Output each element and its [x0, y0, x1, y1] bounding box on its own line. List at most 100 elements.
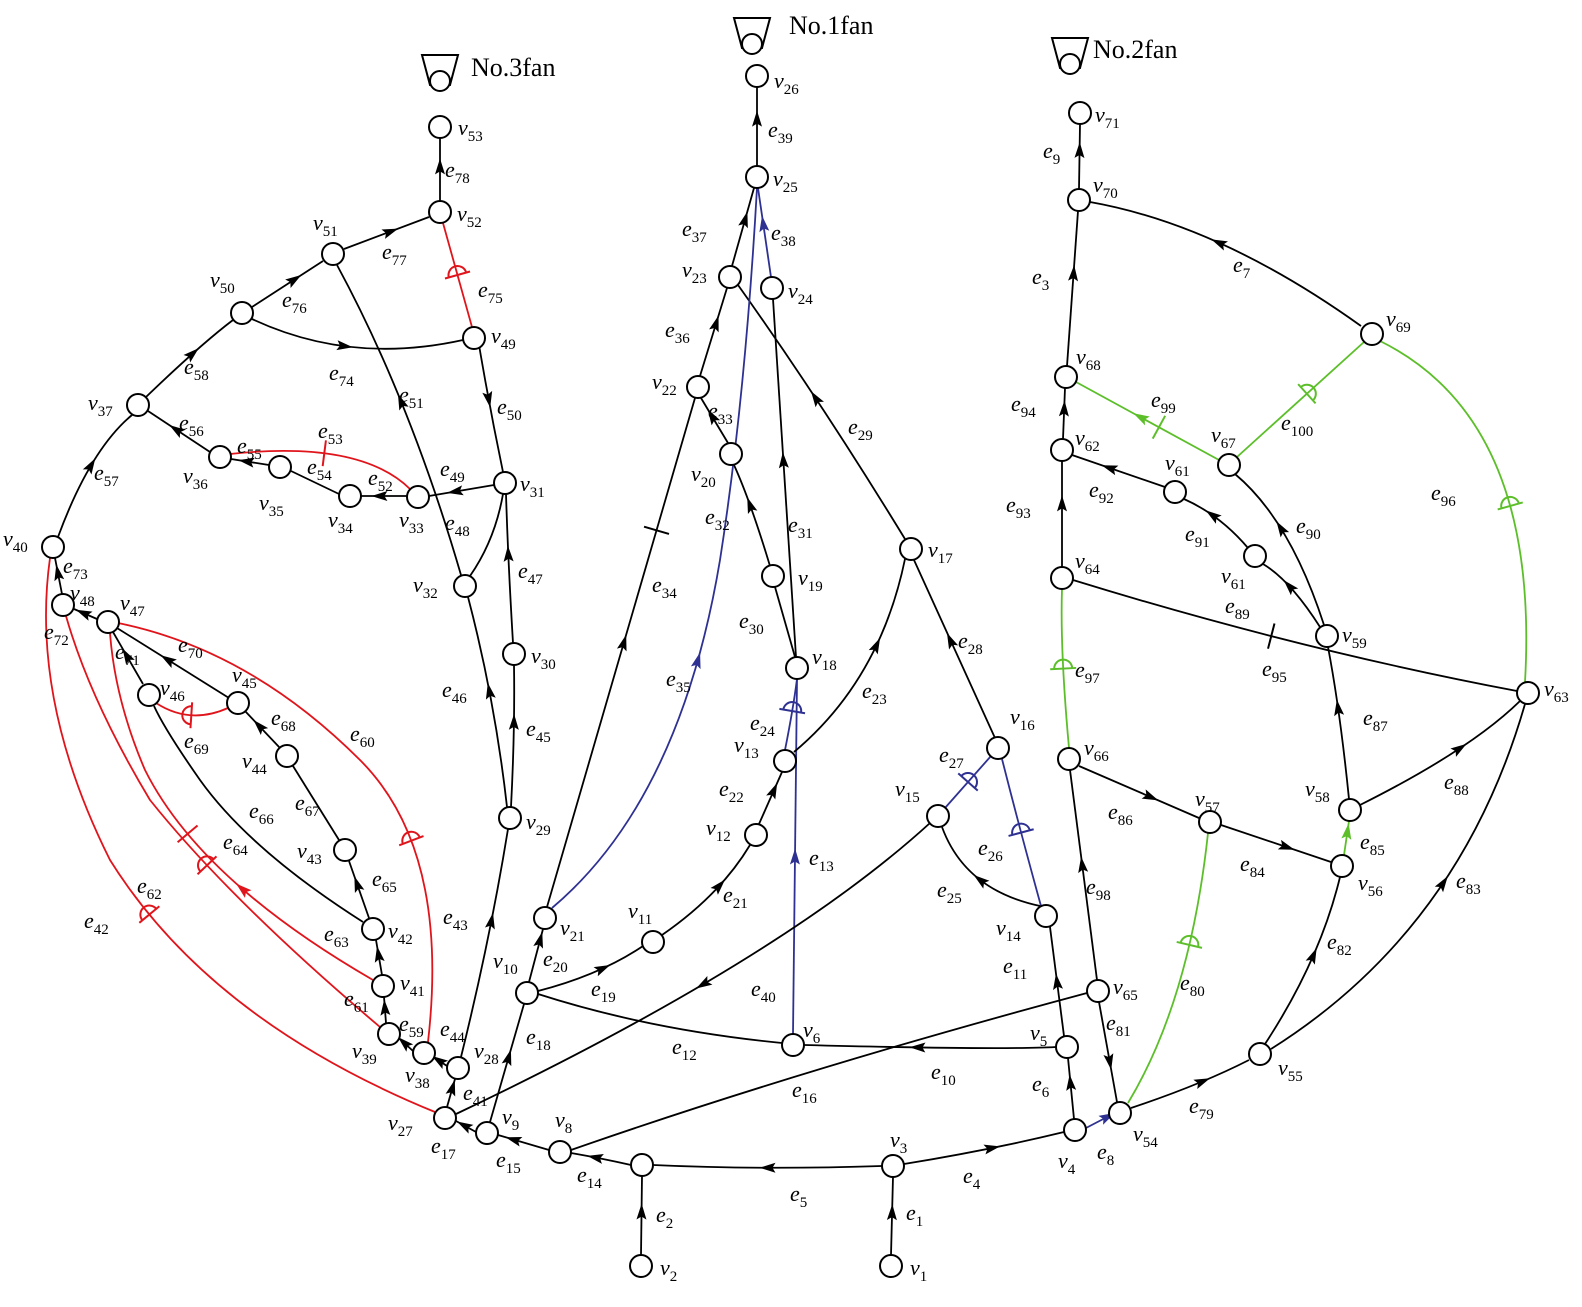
arrow-e4 [983, 1144, 1001, 1155]
arrow-e34 [616, 634, 627, 652]
arrow-e19 [593, 964, 611, 977]
edge-label-e93: e93 [1006, 492, 1031, 522]
node-v54 [1108, 1101, 1132, 1125]
arrow-e91 [1205, 510, 1222, 524]
node-label-v33: v33 [399, 507, 424, 537]
regulator-e64 [176, 824, 199, 843]
arrow-e90 [1276, 521, 1290, 538]
junction-node [630, 1153, 654, 1177]
edge-e29 [737, 284, 906, 540]
edge-e68 [244, 710, 281, 749]
regulator-e97 [1050, 658, 1077, 671]
arrow-e25 [973, 874, 990, 889]
node-v53 [428, 115, 452, 139]
arrow-e45 [508, 713, 519, 730]
node-label-v4: v4 [1058, 1148, 1076, 1178]
arrow-e43 [485, 912, 495, 930]
edge-label-e21: e21 [723, 882, 748, 912]
edge-label-e19: e19 [591, 976, 616, 1006]
regulator-e99 [1151, 415, 1167, 440]
edge-e60 [117, 622, 434, 1043]
fan-label-fan2: No.2fan [1093, 35, 1177, 64]
edge-label-e58: e58 [184, 354, 209, 384]
edge-e65 [348, 860, 370, 919]
node-v56 [1330, 854, 1354, 878]
node-v22 [686, 375, 710, 399]
edge-label-e53: e53 [318, 418, 343, 448]
node-v1 [879, 1254, 903, 1278]
edge-label-e63: e63 [324, 921, 349, 951]
arrow-e98 [1078, 856, 1089, 874]
edge-label-e83: e83 [1456, 868, 1481, 898]
edge-label-e54: e54 [307, 454, 332, 484]
node-v51 [321, 242, 345, 266]
node-v44 [275, 744, 299, 768]
node-v4 [1063, 1118, 1087, 1142]
edge-label-e96: e96 [1431, 480, 1456, 510]
node-label-v59: v59 [1342, 622, 1367, 652]
edge-e62 [65, 615, 381, 1028]
edge-e12 [537, 993, 783, 1044]
edge-e54 [290, 470, 340, 495]
edge-e3 [1066, 210, 1079, 367]
edge-e49 [428, 484, 495, 497]
edge-e23 [793, 558, 906, 753]
node-v8 [548, 1140, 572, 1164]
arrow-e21 [710, 879, 726, 895]
node-label-v47: v47 [120, 590, 145, 620]
edge-e82 [1264, 876, 1341, 1045]
arrow-e58 [183, 348, 199, 363]
nodes-layer [41, 64, 1540, 1278]
node-v25 [745, 165, 769, 189]
node-label-v37: v37 [88, 390, 113, 420]
arrow-e81 [1103, 1053, 1114, 1070]
arrow-e17 [456, 1121, 474, 1134]
edge-e40 [455, 822, 931, 1115]
node-label-v8: v8 [555, 1107, 572, 1137]
edge-label-e7: e7 [1233, 252, 1251, 282]
arrow-e78 [435, 158, 445, 175]
edge-e46 [467, 596, 508, 808]
edge-e94 [1062, 387, 1066, 440]
edge-label-e35: e35 [666, 666, 691, 696]
node-v52 [428, 200, 452, 224]
edge-e64 [109, 632, 374, 981]
edge-label-e17: e17 [431, 1133, 456, 1163]
arrow-e22 [766, 782, 778, 800]
edge-label-e99: e99 [1151, 387, 1176, 417]
edge-label-e55: e55 [237, 433, 262, 463]
edge-label-e92: e92 [1089, 477, 1114, 507]
edge-label-e6: e6 [1032, 1071, 1050, 1101]
edge-label-e32: e32 [705, 504, 730, 534]
node-label-v29: v29 [526, 809, 551, 839]
regulator-e95 [1267, 623, 1276, 649]
arrow-e57 [82, 458, 96, 475]
edge-e81 [1098, 1001, 1118, 1103]
edge-label-e78: e78 [445, 157, 470, 187]
edge-label-e72: e72 [44, 619, 69, 649]
node-label-v28: v28 [474, 1038, 499, 1068]
edge-e19 [537, 945, 644, 992]
node-v14 [1034, 904, 1058, 928]
node-label-v12: v12 [706, 815, 731, 845]
arrow-e15 [505, 1136, 523, 1147]
node-v27 [433, 1106, 457, 1130]
edge-label-e76: e76 [282, 287, 307, 317]
arrow-e76 [285, 275, 302, 288]
edge-label-e36: e36 [665, 317, 690, 347]
node-v26 [745, 64, 769, 88]
arrow-e2 [636, 1203, 647, 1220]
node-v46 [137, 683, 161, 707]
edge-e31 [772, 298, 797, 658]
arrow-e40 [696, 976, 713, 989]
node-v35 [268, 455, 292, 479]
arrow-e28 [946, 632, 959, 650]
node-label-v26: v26 [774, 68, 799, 98]
node-v68 [1054, 365, 1078, 389]
edge-label-e22: e22 [719, 776, 744, 806]
node-label-v53: v53 [458, 115, 483, 145]
edge-label-e18: e18 [526, 1024, 551, 1054]
node-v42 [361, 917, 385, 941]
regulator-e26 [1008, 822, 1034, 837]
node-v45 [226, 691, 250, 715]
